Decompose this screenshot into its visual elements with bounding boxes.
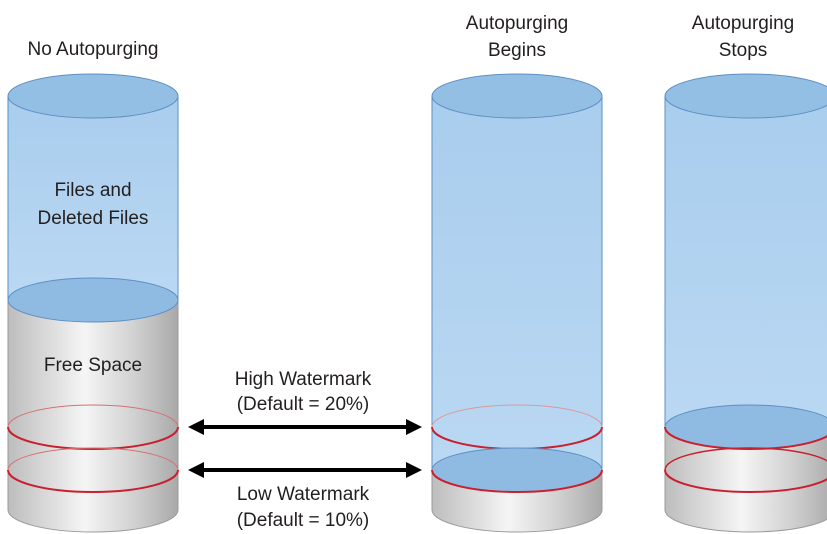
column-title-autopurging-begins: Autopurging	[466, 13, 568, 34]
free-space-label: Free Space	[44, 355, 142, 376]
cylinder-top	[7, 73, 179, 119]
high-watermark-ring-back	[7, 404, 179, 428]
cylinder-top	[664, 73, 827, 119]
low-watermark-ring-back	[7, 447, 179, 471]
files-body	[432, 96, 602, 470]
high-watermark-arrow	[188, 419, 422, 435]
low-watermark-default: (Default = 10%)	[237, 510, 370, 531]
column-title-autopurging-stops: Autopurging	[692, 13, 794, 34]
files-body	[665, 96, 827, 427]
files-level-ellipse	[7, 277, 179, 323]
cylinder-no-autopurging: Files and Deleted Files Free Space	[7, 73, 179, 533]
high-watermark-default: (Default = 20%)	[237, 394, 370, 415]
high-watermark-ring-front	[664, 426, 827, 450]
column-title-no-autopurging: No Autopurging	[28, 39, 159, 60]
files-label-line2: Deleted Files	[38, 208, 149, 229]
free-space-body	[7, 299, 179, 533]
low-watermark-ring-front	[431, 469, 603, 493]
low-watermark-ring-front	[664, 469, 827, 493]
cylinder-autopurging-stops	[664, 73, 827, 533]
low-watermark-ring-back	[664, 447, 827, 471]
high-watermark-ring-front	[7, 426, 179, 450]
cylinder-autopurging-begins	[431, 73, 603, 533]
high-watermark-label: High Watermark	[235, 369, 372, 390]
column-title-autopurging-begins-line2: Begins	[488, 40, 546, 61]
free-space-body	[664, 426, 827, 533]
high-watermark-ring-back	[431, 404, 603, 428]
files-label: Files and	[54, 180, 131, 201]
cylinder-top	[431, 73, 603, 119]
column-title-autopurging-stops-line2: Stops	[719, 40, 768, 61]
files-body	[8, 96, 178, 300]
low-watermark-arrow	[188, 462, 422, 478]
low-watermark-ring-front	[7, 469, 179, 493]
low-watermark-label: Low Watermark	[237, 484, 370, 505]
